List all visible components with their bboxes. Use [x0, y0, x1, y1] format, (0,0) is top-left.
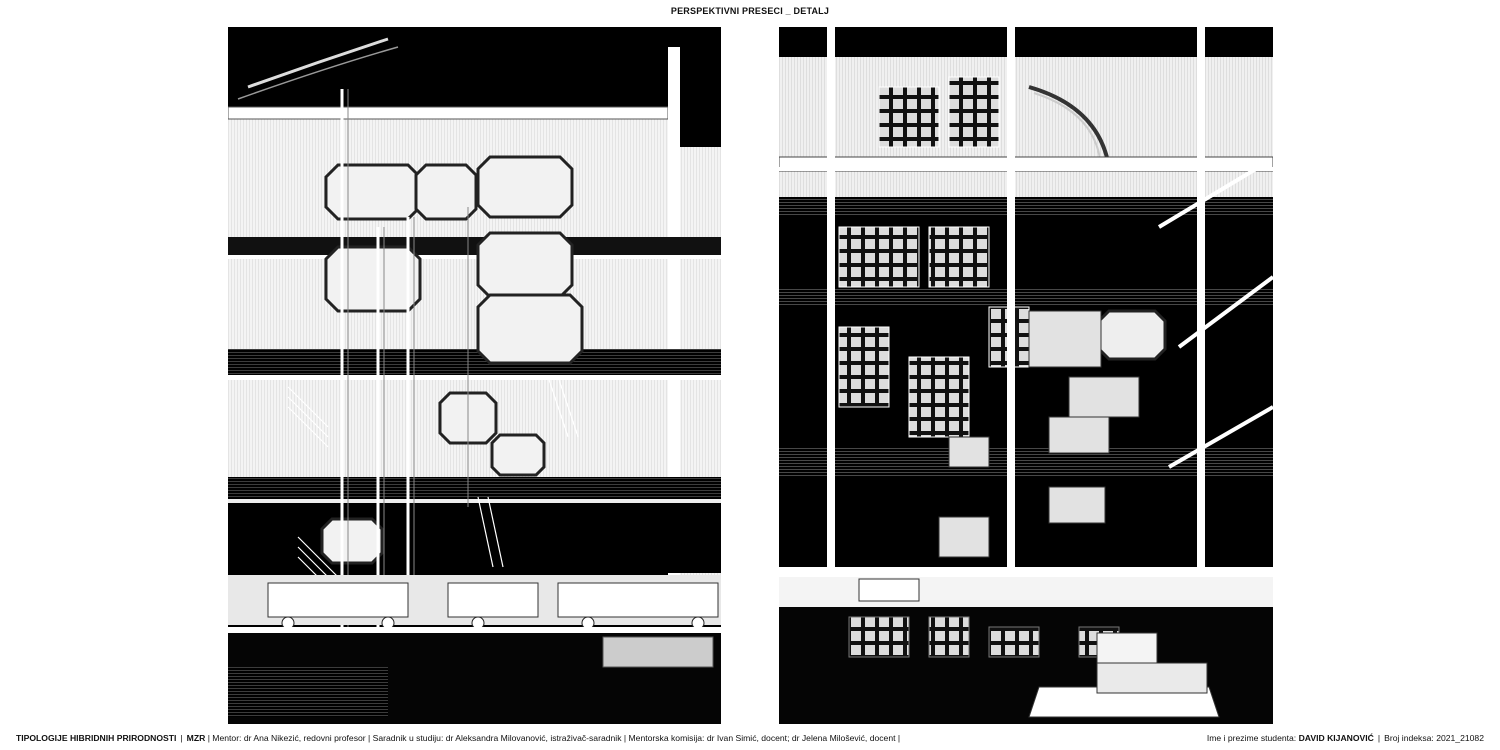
program-code: MZR [186, 733, 206, 743]
student-label: Ime i prezime studenta: [1206, 733, 1297, 743]
mentor-credits: | Mentor: dr Ana Nikezić, redovni profes… [207, 733, 901, 743]
project-title: TIPOLOGIJE HIBRIDNIH PRIRODNOSTI [16, 733, 177, 743]
footer-left: TIPOLOGIJE HIBRIDNIH PRIRODNOSTI|MZR | M… [16, 733, 900, 743]
footer-separator: | [180, 733, 183, 743]
footer-right: Ime i prezime studenta: DAVID KIJANOVIĆ|… [1207, 733, 1484, 743]
sheet-title: PERSPEKTIVNI PRESECI _ DETALJ [670, 6, 830, 16]
right-section-drawing [779, 27, 1273, 724]
student-name: DAVID KIJANOVIĆ [1298, 733, 1374, 743]
sheet-footer: TIPOLOGIJE HIBRIDNIH PRIRODNOSTI|MZR | M… [16, 733, 1484, 745]
index-number: Broj indeksa: 2021_21082 [1384, 733, 1484, 743]
perspective-section-left [228, 27, 721, 724]
footer-separator-right: | [1377, 733, 1381, 743]
perspective-section-right [779, 27, 1273, 724]
left-section-drawing [228, 27, 721, 724]
